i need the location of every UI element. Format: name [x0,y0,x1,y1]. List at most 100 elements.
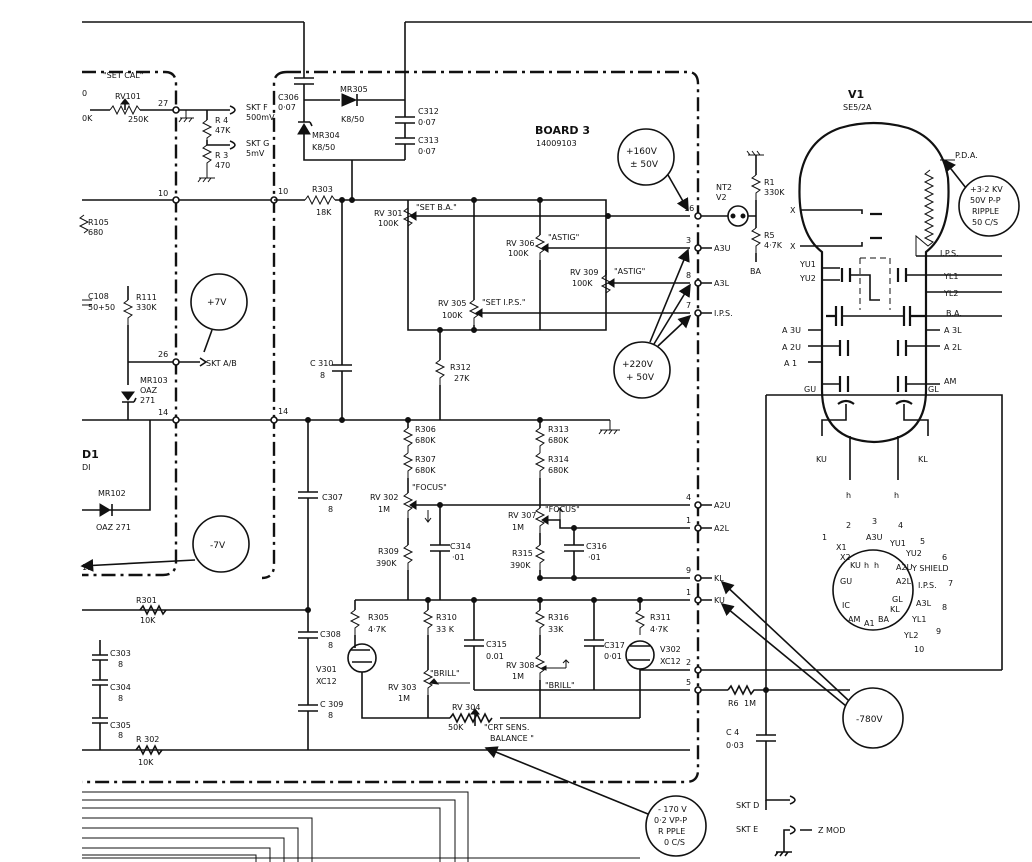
svg-text:BALANCE ": BALANCE " [490,734,534,743]
svg-text:4: 4 [686,493,691,502]
svg-text:MR305: MR305 [340,85,368,94]
svg-text:RV 309: RV 309 [570,268,598,277]
svg-text:-780V: -780V [856,715,883,725]
svg-text:R310: R310 [436,613,457,622]
svg-text:100K: 100K [508,249,529,258]
svg-text:KL: KL [890,605,900,614]
svg-text:8: 8 [328,711,333,720]
svg-text:KU: KU [714,596,725,605]
svg-text:2: 2 [846,521,851,530]
svg-text:R307: R307 [415,455,436,464]
callout-170v [645,795,707,857]
svg-text:RV 303: RV 303 [388,683,416,692]
svg-text:0·07: 0·07 [278,103,296,112]
svg-text:16: 16 [684,204,694,213]
svg-text:+7V: +7V [207,298,227,308]
edge-terminals: 16 3 8 7 4 1 9 1 2 5 A3U A3L I.P.S. A2U … [684,204,1003,857]
svg-text:R306: R306 [415,425,436,434]
svg-text:1: 1 [686,588,691,597]
svg-text:SKT D: SKT D [736,801,759,810]
svg-text:"SET B.A.": "SET B.A." [416,203,457,212]
svg-text:1: 1 [686,516,691,525]
svg-text:390K: 390K [510,561,531,570]
svg-text:OAZ 271: OAZ 271 [96,523,131,532]
svg-text:390K: 390K [376,559,397,568]
svg-text:A 3U: A 3U [782,326,801,335]
focus-chain: R306 680K R307 680K "FOCUS" RV 302 1M C3… [305,417,690,600]
svg-text:A2U: A2U [714,501,731,510]
svg-text:50V P-P: 50V P-P [970,196,1001,205]
svg-text:RV 306: RV 306 [506,239,534,248]
callout-160v [617,128,675,186]
svg-text:3: 3 [872,517,877,526]
svg-text:8: 8 [328,505,333,514]
svg-text:V302: V302 [660,645,681,654]
svg-text:A2L: A2L [714,524,730,533]
svg-text:BA: BA [750,267,761,276]
callouts: +160V ± 50V +7V -7V +220V + 50V +3·2 KV … [190,128,1020,857]
svg-text:RV 301: RV 301 [374,209,402,218]
svg-text:A 1: A 1 [784,359,797,368]
set-cal-section: "SET CAL" 0 0K RV101 250K 27 SKT F 500mV… [82,71,275,183]
board-title: BOARD 3 [535,124,590,137]
svg-text:C306: C306 [278,93,299,102]
svg-text:A3L: A3L [916,599,932,608]
svg-text:50 C/S: 50 C/S [972,218,998,227]
svg-text:KU: KU [816,455,827,464]
svg-text:RV 307: RV 307 [508,511,536,520]
svg-text:MR103: MR103 [140,376,168,385]
svg-text:4·7K: 4·7K [764,241,783,250]
svg-text:V1: V1 [848,88,864,101]
callout-3-2kv [958,175,1020,237]
callout-7v-pos [190,273,248,331]
svg-text:X: X [790,242,796,251]
svg-text:5: 5 [686,678,691,687]
svg-text:330K: 330K [764,188,785,197]
bottom-bundle [82,791,640,862]
svg-text:- 170 V: - 170 V [658,805,687,814]
svg-text:C304: C304 [110,683,131,692]
svg-text:6: 6 [942,553,947,562]
svg-text:0: 0 [82,89,87,98]
svg-text:C308: C308 [320,630,341,639]
svg-text:V2: V2 [716,193,727,202]
brill-section: C307 8 C308 8 C 309 8 R301 10K R 302 10K… [82,420,690,767]
svg-text:C108: C108 [88,292,109,301]
rv101-label: RV101 [115,92,141,101]
svg-text:0.01: 0.01 [486,652,504,661]
svg-text:RV 304: RV 304 [452,703,480,712]
svg-text:100K: 100K [378,219,399,228]
svg-text:DI: DI [82,463,91,472]
svg-text:27K: 27K [454,374,470,383]
svg-text:NT2: NT2 [716,183,732,192]
svg-text:X2: X2 [840,553,851,562]
svg-text:14: 14 [158,408,168,417]
svg-text:XC12: XC12 [660,657,681,666]
svg-text:A2U: A2U [896,563,913,572]
svg-text:MR102: MR102 [98,489,126,498]
svg-text:YL1: YL1 [943,272,958,281]
svg-text:Y SHIELD: Y SHIELD [911,564,949,573]
svg-text:C316: C316 [586,542,607,551]
svg-text:"CRT SENS.: "CRT SENS. [484,723,529,732]
svg-text:5: 5 [920,537,925,546]
svg-text:10K: 10K [138,758,154,767]
svg-text:C317: C317 [604,641,625,650]
svg-text:A 2L: A 2L [944,343,962,352]
svg-text:470: 470 [215,161,230,170]
svg-text:YL2: YL2 [903,631,918,640]
svg-text:1M: 1M [398,694,410,703]
svg-text:R313: R313 [548,425,569,434]
svg-text:33 K: 33 K [436,625,455,634]
svg-text:C 4: C 4 [726,728,739,737]
svg-text:R301: R301 [136,596,157,605]
svg-text:0K: 0K [82,114,93,123]
set-cal-label: "SET CAL" [103,71,143,80]
svg-text:GL: GL [892,595,903,604]
svg-text:4: 4 [898,521,903,530]
svg-text:YU1: YU1 [799,260,816,269]
svg-text:8: 8 [942,603,947,612]
svg-text:·01: ·01 [588,553,601,562]
svg-text:YU1: YU1 [889,539,906,548]
top-regulator: C306 0·07 MR305 K8/50 MR304 K8/50 C312 0… [278,60,590,200]
